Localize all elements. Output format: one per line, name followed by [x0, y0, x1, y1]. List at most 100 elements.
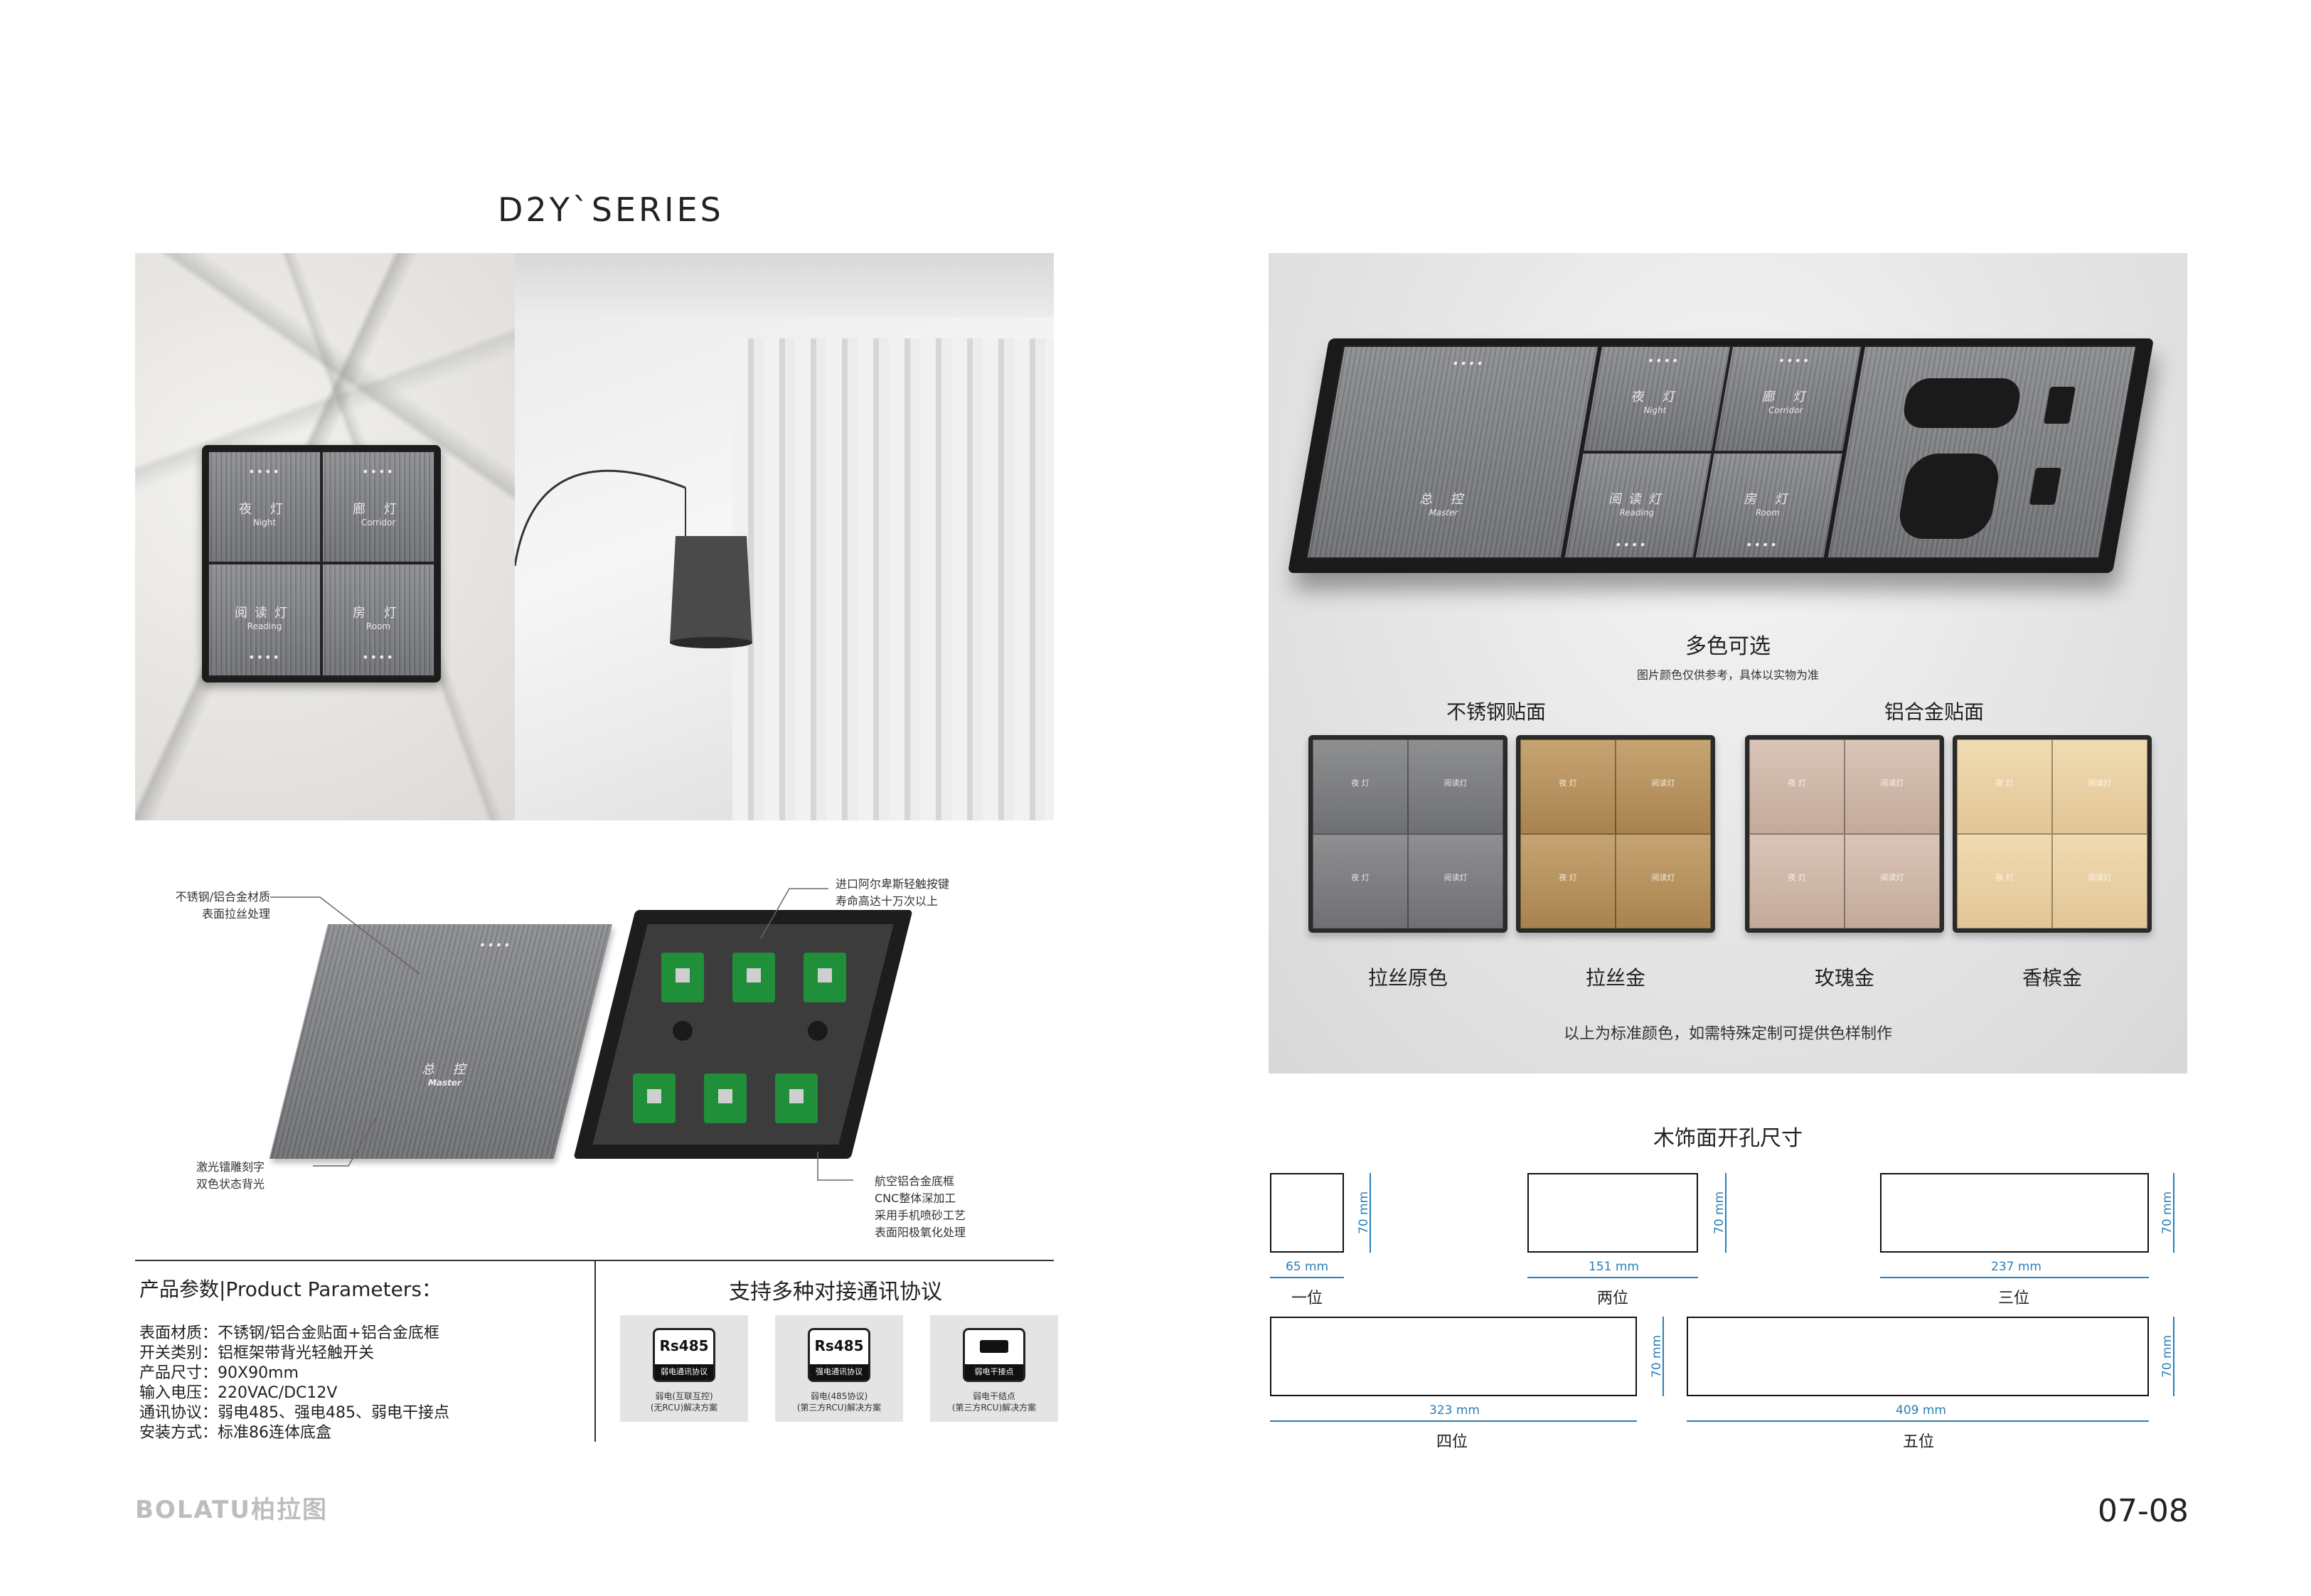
caption-line: 弱电(互联互控): [655, 1391, 713, 1401]
key-label-en: Master: [1428, 508, 1459, 518]
swatch-tile-rose: 夜 灯 阅读灯 夜 灯 阅读灯: [1745, 735, 1944, 933]
tile-key: 阅读灯: [2052, 834, 2147, 928]
height-dim-line: [2173, 1173, 2174, 1253]
param-line: 表面材质：不锈钢/铝合金贴面+铝合金底框: [139, 1324, 439, 1342]
protocols-title: 支持多种对接通讯协议: [729, 1280, 942, 1305]
product-photo: •••• 夜 灯 Night •••• 廊 灯 Corridor 阅读灯 Rea…: [135, 253, 1054, 820]
key-label-cn: 房 灯: [1743, 492, 1797, 507]
ceiling: [515, 253, 1054, 317]
usb-port-icon: [2043, 387, 2076, 424]
protocol-badge: 强电通讯协议: [810, 1364, 868, 1380]
width-dim-text: 409 mm: [1896, 1403, 1946, 1418]
tile-key: 阅读灯: [1408, 834, 1503, 928]
label-frame: 航空铝合金底框 CNC整体深加工 采用手机喷砂工艺 表面阳极氧化处理: [875, 1173, 1045, 1241]
cutout-name: 四位: [1436, 1433, 1468, 1451]
dimensions-title: 木饰面开孔尺寸: [1653, 1126, 1803, 1151]
width-dim-line: [1270, 1420, 1637, 1422]
colors-subtitle: 图片颜色仅供参考，具体以实物为准: [1636, 668, 1819, 682]
key-label-en: Room: [1754, 508, 1781, 518]
tile-key-label: 阅读灯: [1880, 873, 1904, 883]
label-line: CNC整体深加工: [875, 1191, 956, 1205]
label-material: 不锈钢/铝合金材质 表面拉丝处理: [135, 889, 270, 923]
tile-key-label: 夜 灯: [1559, 778, 1577, 788]
key-label-cn: 阅读灯: [1608, 492, 1671, 507]
caption-line: 弱电(485协议): [810, 1391, 868, 1401]
tile-key-label: 夜 灯: [1788, 778, 1806, 788]
caption-line: 弱电干结点: [972, 1391, 1015, 1401]
param-line: 输入电压：220VAC/DC12V: [139, 1384, 338, 1402]
key-label-cn: 廊 灯: [353, 502, 404, 517]
indicator-dots: ••••: [1744, 538, 1780, 552]
key-room: 房 灯 Room ••••: [1694, 452, 1844, 559]
width-dim-text: 65 mm: [1286, 1260, 1329, 1274]
height-dim-line: [2173, 1317, 2174, 1396]
protocol-card: Rs485 弱电通讯协议 弱电(互联互控) (无RCU)解决方案: [620, 1315, 748, 1422]
width-dim-text: 323 mm: [1429, 1403, 1480, 1418]
master-key: •••• 总 控 Master: [1306, 346, 1600, 559]
three-pin-socket-icon: [1895, 454, 2003, 539]
key-label-cn: 总 控: [1419, 492, 1473, 507]
label-line: 不锈钢/铝合金材质: [175, 890, 270, 904]
cutout-3: [1880, 1173, 2149, 1253]
tile-key: 夜 灯: [1313, 834, 1408, 928]
switch-key-reading: 阅读灯 Reading ••••: [208, 563, 321, 677]
product-parameters: 产品参数|Product Parameters： 表面材质：不锈钢/铝合金贴面+…: [139, 1274, 580, 1443]
swatch-name: 香槟金: [2022, 966, 2082, 990]
key-label-cn: 夜 灯: [239, 502, 290, 517]
series-title: D2Y`SERIES: [498, 191, 724, 229]
key-label-en: Night: [252, 518, 277, 527]
page-number: 07-08: [2098, 1493, 2189, 1529]
switch-key-room: 房 灯 Room ••••: [321, 563, 435, 677]
indicator-dots: ••••: [1776, 354, 1813, 368]
dry-contact-icon: 弱电干接点: [963, 1328, 1025, 1382]
key-label-cn: 夜 灯: [1630, 390, 1685, 405]
tile-key: 阅读灯: [1845, 739, 1940, 834]
tile-key: 夜 灯: [1520, 834, 1616, 928]
key-label-cn: 房 灯: [353, 606, 404, 621]
socket-module: [1826, 346, 2137, 559]
indicator-dots: ••••: [362, 650, 395, 664]
tile-key: 阅读灯: [2052, 739, 2147, 834]
height-dim-line: [1370, 1173, 1371, 1253]
cutout-1: [1270, 1173, 1344, 1253]
height-dim-text: 70 mm: [1650, 1334, 1664, 1378]
cutout-2: [1527, 1173, 1698, 1253]
tile-key: 夜 灯: [1749, 739, 1845, 834]
swatch-tile-champagne: 夜 灯 阅读灯 夜 灯 阅读灯: [1953, 735, 2152, 933]
tile-key: 阅读灯: [1845, 834, 1940, 928]
indicator-dots: ••••: [248, 650, 281, 664]
key-label-en: Reading: [247, 621, 282, 631]
tile-key: 阅读灯: [1616, 834, 1711, 928]
cutout-4: [1270, 1317, 1637, 1396]
key-label-cn: 阅读灯: [235, 606, 294, 621]
indicator-dots: ••••: [1613, 538, 1649, 552]
label-laser: 激光镭雕刻字 双色状态背光: [196, 1159, 338, 1193]
width-dim-line: [1270, 1277, 1344, 1278]
switch-key-corridor: •••• 廊 灯 Corridor: [321, 451, 435, 563]
long-panel: •••• 总 控 Master •••• 夜 灯 Night •••• 廊 灯 …: [1287, 338, 2155, 573]
colors-area: •••• 总 控 Master •••• 夜 灯 Night •••• 廊 灯 …: [1269, 253, 2187, 1073]
tile-key-label: 夜 灯: [1788, 873, 1806, 883]
label-line: 航空铝合金底框: [875, 1174, 955, 1188]
group-steel-label: 不锈钢贴面: [1446, 700, 1546, 724]
protocol-caption: 弱电(485协议) (第三方RCU)解决方案: [775, 1391, 903, 1413]
indicator-dots: ••••: [248, 465, 281, 478]
caption-line: (无RCU)解决方案: [650, 1403, 718, 1413]
swatch-name: 拉丝原色: [1367, 966, 1448, 990]
height-dim-text: 70 mm: [1357, 1191, 1371, 1234]
tile-key-label: 阅读灯: [1880, 778, 1904, 788]
param-line: 产品尺寸：90X90mm: [139, 1364, 299, 1382]
tile-key-label: 阅读灯: [2088, 873, 2112, 883]
tile-key: 夜 灯: [1749, 834, 1845, 928]
cutout-name: 五位: [1903, 1433, 1935, 1451]
circuit-modules: [633, 953, 846, 1123]
tile-key-label: 夜 灯: [1351, 778, 1370, 788]
key-label-en: Corridor: [1767, 405, 1804, 415]
width-dim-line: [1527, 1277, 1698, 1278]
height-dim-line: [1725, 1173, 1726, 1253]
cutout-name: 三位: [1998, 1290, 2030, 1307]
swatch-tile-brushed: 夜 灯 阅读灯 夜 灯 阅读灯: [1308, 735, 1507, 933]
tile-key: 夜 灯: [1957, 834, 2052, 928]
protocol-icon-text: Rs485: [814, 1337, 864, 1354]
tile-key-label: 阅读灯: [1651, 778, 1675, 788]
